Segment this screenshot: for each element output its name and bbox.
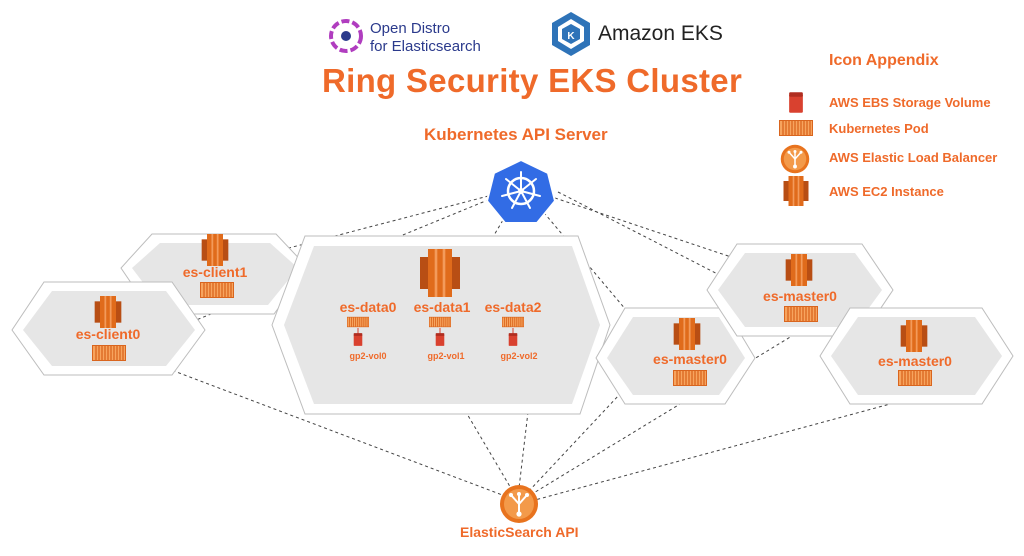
kubernetes-pod-icon <box>92 345 126 361</box>
node-label-es-data2: es-data2 <box>485 299 542 315</box>
load-balancer-icon <box>780 144 810 174</box>
amazon-eks-wordmark: Amazon EKS <box>598 22 723 45</box>
ebs-volume-icon <box>435 333 445 346</box>
volume-label-gp2-vol1: gp2-vol1 <box>427 351 464 361</box>
node-panels <box>11 233 1014 415</box>
amazon-eks-logo-icon: K <box>552 12 590 56</box>
panel-es-master-left <box>595 307 756 405</box>
kubernetes-icon <box>485 158 557 224</box>
elasticsearch-api-label: ElasticSearch API <box>460 524 579 540</box>
amazon-eks-logo: Amazon EKS <box>548 12 728 56</box>
node-label-es-master-top: es-master0 <box>763 288 837 304</box>
open-distro-logo: Open Distro for Elasticsearch <box>326 18 496 58</box>
kubernetes-pod-icon <box>200 282 234 298</box>
appendix-item-ebs: AWS EBS Storage Volume <box>829 95 991 110</box>
appendix-item-elb: AWS Elastic Load Balancer <box>829 150 998 165</box>
appendix-icons <box>779 92 813 206</box>
svg-text:K: K <box>567 31 575 42</box>
kubernetes-pod-icon <box>429 316 451 328</box>
ec2-instance-icon <box>783 176 809 206</box>
open-distro-line1: Open Distro <box>370 20 451 37</box>
edge-esapi-master-top <box>531 324 811 495</box>
edge-esapi-data-b <box>518 411 529 489</box>
node-label-es-client1: es-client1 <box>183 264 248 280</box>
node-label-es-data1: es-data1 <box>414 299 471 315</box>
appendix-item-ec2: AWS EC2 Instance <box>829 184 944 199</box>
panel-es-master-right <box>819 307 1014 405</box>
kubernetes-api-server-label: Kubernetes API Server <box>424 125 608 144</box>
edge-esapi-master-right <box>534 399 906 501</box>
kubernetes-pod-icon <box>784 306 818 322</box>
kubernetes-pod-icon <box>673 370 707 386</box>
node-label-es-master-right: es-master0 <box>878 353 952 369</box>
node-label-es-client0: es-client0 <box>76 326 141 342</box>
kubernetes-pod-icon <box>502 316 524 328</box>
open-distro-logo-icon <box>329 19 363 53</box>
ebs-volume-icon <box>789 92 803 113</box>
ebs-volume-icon <box>353 333 363 346</box>
load-balancer-icon <box>499 484 539 524</box>
ebs-volume-icon <box>508 333 518 346</box>
volume-label-gp2-vol2: gp2-vol2 <box>500 351 537 361</box>
appendix-item-pod: Kubernetes Pod <box>829 121 929 136</box>
node-label-es-data0: es-data0 <box>340 299 397 315</box>
open-distro-line2: for Elasticsearch <box>370 38 481 55</box>
kubernetes-pod-icon <box>898 370 932 386</box>
panel-es-client0 <box>11 281 206 376</box>
page-title: Ring Security EKS Cluster <box>322 62 743 99</box>
icon-appendix-title: Icon Appendix <box>829 52 939 69</box>
kubernetes-pod-icon <box>347 316 369 328</box>
volume-label-gp2-vol0: gp2-vol0 <box>349 351 386 361</box>
node-label-es-master-left: es-master0 <box>653 351 727 367</box>
kubernetes-pod-icon <box>779 120 813 136</box>
